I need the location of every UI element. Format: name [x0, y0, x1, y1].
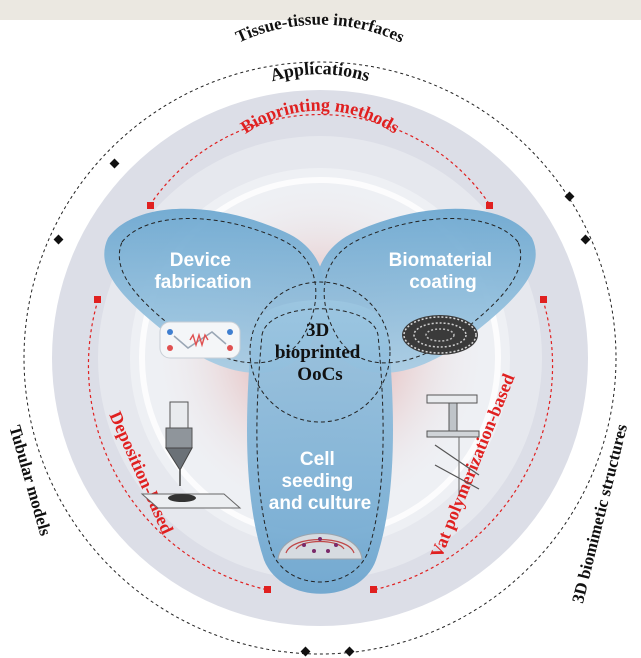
lobe-outline-device — [118, 218, 317, 364]
porous-scaffold-icon — [402, 315, 478, 355]
outer-label-left: Tubular models — [5, 423, 55, 538]
methods-arc-right — [372, 299, 554, 591]
application-marker — [109, 158, 120, 169]
application-marker — [580, 234, 591, 245]
method-marker — [540, 296, 547, 303]
method-marker — [370, 586, 377, 593]
lobe-title-device: Device fabrication — [154, 250, 251, 293]
background-band — [0, 0, 641, 20]
outer-label-right: 3D biomimetic structures — [568, 422, 631, 605]
application-marker — [53, 234, 64, 245]
method-marker — [94, 296, 101, 303]
method-marker — [147, 202, 154, 209]
lobe-cell-seeding — [247, 300, 393, 594]
methods-arc-top — [149, 113, 491, 206]
lobe-title-cell: Cell seeding and culture — [269, 449, 371, 514]
application-marker — [300, 646, 311, 657]
center-circle — [249, 281, 391, 423]
method-marker — [264, 586, 271, 593]
method-marker — [486, 202, 493, 209]
microfluidic-chip-icon — [159, 321, 241, 359]
lobe-outline-cell — [256, 308, 384, 583]
methods-arc-left — [87, 299, 269, 591]
lobe-title-biomaterial: Biomaterial coating — [389, 250, 498, 293]
lobe-outline-biomaterial — [323, 218, 522, 364]
application-marker — [564, 191, 575, 202]
cell-culture-icon — [277, 533, 363, 560]
vat-printer-icon — [426, 394, 480, 495]
center-title: 3D bioprinted OoCs — [275, 320, 365, 385]
extrusion-printer-icon — [140, 401, 242, 509]
outer-dashed-ring — [23, 61, 617, 655]
applications-label: Applications — [268, 58, 372, 85]
application-marker — [344, 646, 355, 657]
